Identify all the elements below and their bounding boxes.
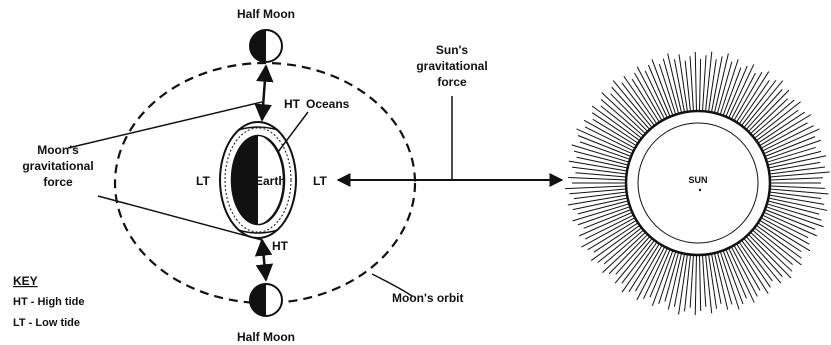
- sun-ray: [706, 52, 712, 112]
- ht-top-label: HT: [284, 97, 301, 111]
- sun-ray: [580, 142, 630, 159]
- sun-ray: [690, 255, 693, 308]
- moons-force-line-1: Moon's: [37, 143, 79, 157]
- oceans-leader: [278, 112, 308, 152]
- moons-force-line-2: gravitational: [22, 159, 93, 173]
- sun-ray: [770, 186, 825, 188]
- key-item-ht: HT - High tide: [13, 296, 85, 308]
- moon-earth-arrow-bottom: [262, 240, 266, 280]
- sun-ray: [703, 55, 707, 111]
- half-moon-bottom-label: Half Moon: [237, 330, 295, 344]
- half-moon-top-label: Half Moon: [237, 7, 295, 21]
- sun-ray: [572, 145, 629, 162]
- half-moon-bottom: [250, 284, 282, 316]
- key-item-lt: LT - Low tide: [13, 317, 80, 329]
- earth-label: Earth: [255, 174, 286, 188]
- key-title: KEY: [13, 274, 38, 288]
- sun-ray: [706, 255, 712, 314]
- sun-ray: [584, 210, 631, 229]
- sun-ray: [578, 207, 630, 225]
- suns-force-line-2: gravitational: [416, 59, 487, 73]
- moons-force-label: Moon's gravitational force: [22, 143, 93, 189]
- sun-ray: [720, 59, 738, 114]
- sun-ray: [690, 56, 693, 111]
- lt-right-label: LT: [313, 174, 327, 188]
- oceans-label: Oceans: [306, 97, 350, 111]
- sun-ray: [573, 204, 629, 221]
- sun-ray: [685, 255, 691, 312]
- sun-ray: [700, 255, 701, 311]
- moons-orbit-label: Moon's orbit: [392, 291, 464, 305]
- sun-ray: [659, 251, 676, 303]
- suns-force-label: Sun's gravitational force: [416, 43, 487, 89]
- moon-earth-arrow-top: [262, 66, 266, 120]
- suns-force-line-1: Sun's: [436, 43, 469, 57]
- sun-ray: [709, 254, 717, 308]
- sun-ray: [750, 232, 792, 271]
- lt-left-label: LT: [196, 174, 210, 188]
- sun-ray: [766, 140, 821, 159]
- sun-ray: [603, 232, 646, 272]
- sun-ray: [700, 59, 701, 111]
- sun-ray: [723, 68, 741, 116]
- suns-force-line-3: force: [437, 75, 467, 89]
- sun-ray: [695, 52, 696, 111]
- sun-label: SUN: [688, 175, 707, 185]
- sun-ray: [748, 90, 789, 131]
- moons-force-leader-top: [68, 102, 262, 148]
- sun-ray: [720, 251, 739, 309]
- sun-ray: [770, 178, 823, 180]
- sun-ray: [612, 87, 650, 129]
- sun-ray: [695, 255, 696, 315]
- half-moon-top: [250, 30, 282, 62]
- legend-key: KEY HT - High tide LT - Low tide: [13, 274, 85, 329]
- sun-ray: [565, 186, 626, 189]
- sun-ray: [568, 178, 626, 180]
- moons-force-line-3: force: [43, 175, 73, 189]
- ht-bottom-label: HT: [272, 239, 289, 253]
- sun-ray: [703, 255, 706, 307]
